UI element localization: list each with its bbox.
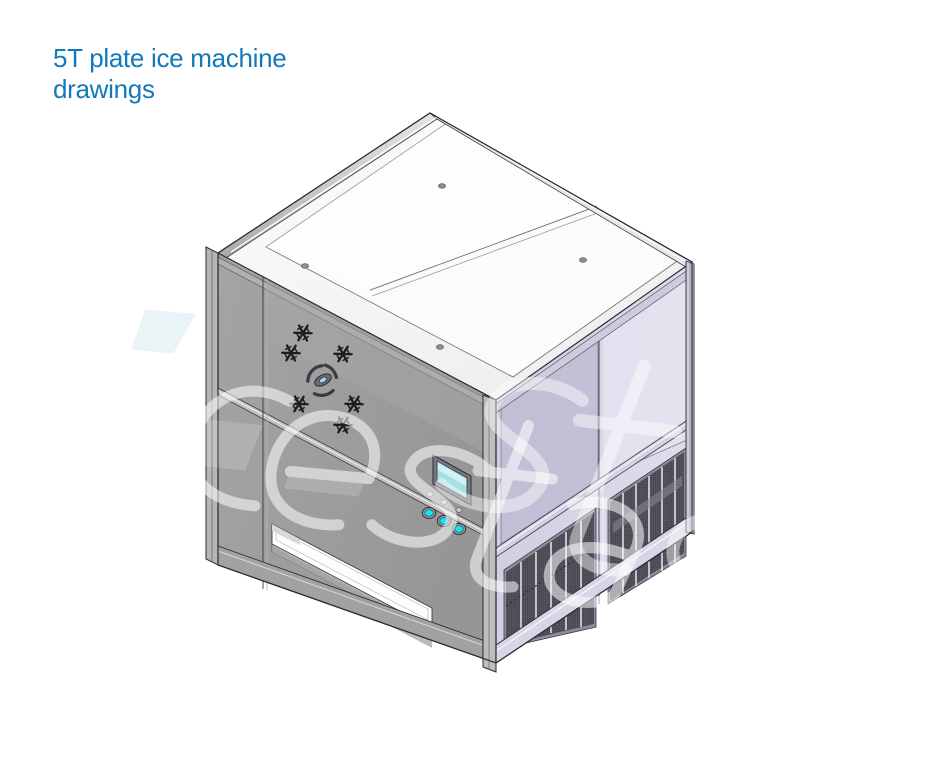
snowflake-icon (281, 344, 301, 362)
control-button-3[interactable] (451, 522, 467, 536)
base-rail-highlight-left (217, 550, 497, 651)
panel-screw (436, 344, 444, 350)
page-title-line-2: drawings (53, 74, 155, 105)
ice-discharge-opening-inner (275, 528, 429, 621)
control-button-2[interactable] (436, 514, 452, 528)
snowflake-icon (293, 324, 313, 342)
page-title-line-1: 5T plate ice machine (53, 43, 287, 73)
frame-corner-post-center (482, 394, 497, 673)
snowflake-icon (333, 345, 353, 363)
corner-post-center-body (482, 394, 497, 673)
panel-screw (301, 263, 309, 269)
indicator-1 (426, 491, 434, 497)
page-title: 5T plate ice machine drawings (53, 43, 413, 105)
top-cover-seam-2 (371, 211, 601, 297)
indicator-2 (440, 499, 448, 505)
fan-swirl-icon (306, 363, 338, 397)
snowflake-icon (344, 395, 364, 413)
panel-screw (438, 183, 446, 189)
snowflake-icon (289, 395, 309, 413)
left-face-upper-graphic-area (267, 281, 490, 455)
indicator-3 (455, 507, 463, 513)
top-rail-highlight-1 (230, 116, 438, 253)
panel-screw (579, 257, 587, 263)
control-button-1[interactable] (421, 506, 437, 520)
